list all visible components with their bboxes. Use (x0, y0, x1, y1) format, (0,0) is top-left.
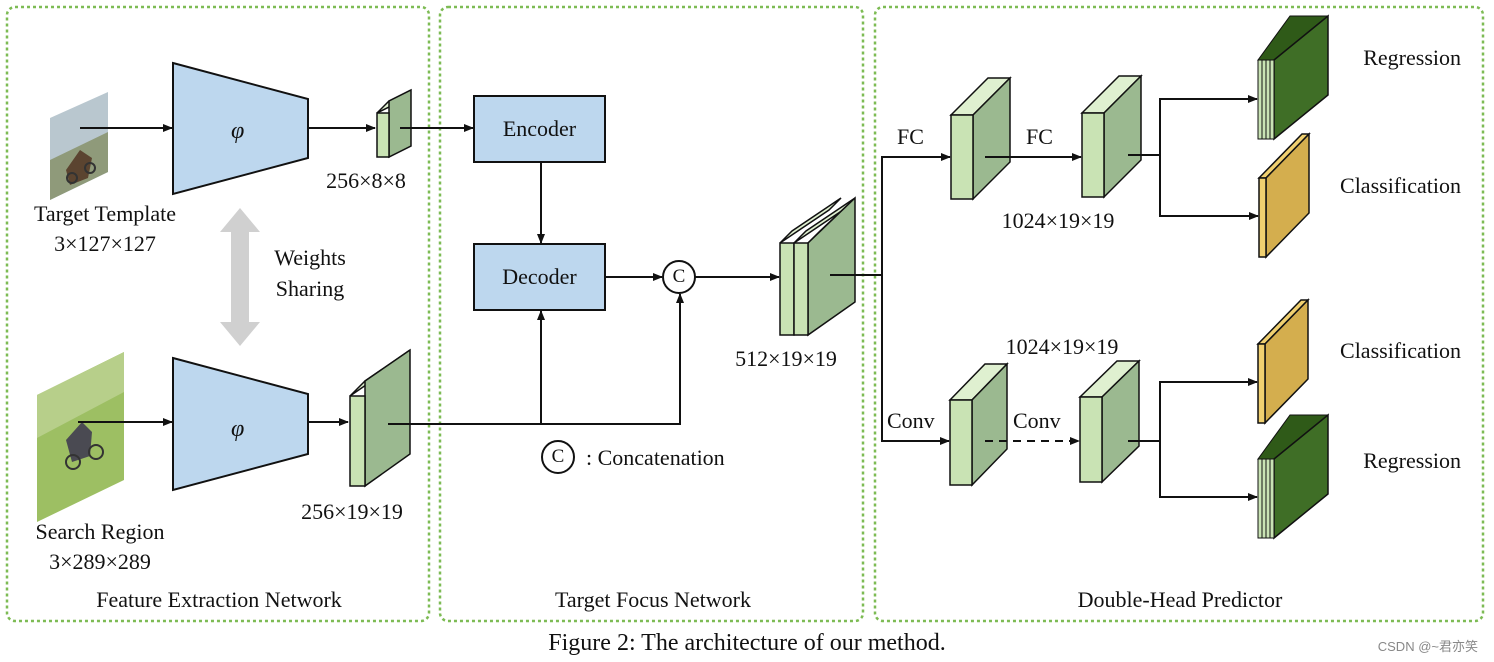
encoder-label: Encoder (502, 116, 577, 141)
top-regression-label: Regression (1363, 45, 1461, 70)
decoder-label: Decoder (502, 264, 577, 289)
panel-target-focus-title: Target Focus Network (554, 587, 752, 612)
concat-legend-circle (541, 440, 575, 474)
weights-sharing-arrow (220, 208, 260, 346)
panel-double-head-title: Double-Head Predictor (1077, 587, 1283, 612)
top-classification-label: Classification (1340, 173, 1461, 198)
target-template-dims: 3×127×127 (54, 231, 156, 256)
search-feature-dims: 256×19×19 (301, 499, 403, 524)
weights-sharing-label-2: Sharing (275, 276, 345, 301)
concat-legend-text: : Concatenation (586, 445, 725, 470)
search-region-image (37, 352, 124, 522)
concat-symbol: C (672, 266, 686, 287)
search-region-dims: 3×289×289 (49, 549, 151, 574)
encoder-box (473, 95, 606, 163)
fc2-label: FC (1026, 124, 1053, 149)
decoder-box (473, 243, 606, 311)
backbone-top-trapezoid (172, 61, 309, 196)
concat-legend-symbol: C (551, 446, 565, 467)
panel-target-focus (438, 5, 865, 623)
top-classification-block (1257, 132, 1311, 259)
bottom-classification-label: Classification (1340, 338, 1461, 363)
target-template-label: Target Template (33, 201, 177, 226)
backbone-bottom-symbol: φ (231, 416, 245, 442)
weights-sharing-label-1: Weights (274, 245, 346, 270)
target-template-image (50, 92, 108, 200)
search-region-label: Search Region (35, 519, 165, 544)
conv2-label: Conv (1013, 408, 1061, 433)
backbone-bottom-trapezoid (172, 356, 309, 492)
top-regression-block (1257, 14, 1329, 141)
fc1-label: FC (897, 124, 924, 149)
panel-double-head (873, 5, 1485, 623)
conv-branch-dims: 1024×19×19 (1005, 334, 1119, 359)
fc-branch-dims: 1024×19×19 (1001, 208, 1115, 233)
conv1-feature-block (948, 362, 1009, 487)
conv2-feature-block (1078, 359, 1141, 484)
conv1-label: Conv (887, 408, 935, 433)
panel-feature-extraction-title: Feature Extraction Network (96, 587, 342, 612)
bottom-classification-block (1256, 298, 1310, 425)
fc2-feature-block (1080, 74, 1143, 199)
connections (78, 95, 1259, 501)
concat-feature-dims: 512×19×19 (735, 346, 837, 371)
panel-feature-extraction (5, 5, 431, 623)
bottom-regression-label: Regression (1363, 448, 1461, 473)
template-feature-dims: 256×8×8 (326, 168, 406, 193)
bottom-regression-block (1257, 413, 1329, 540)
figure-caption: Figure 2: The architecture of our method… (548, 630, 946, 656)
backbone-top-symbol: φ (231, 118, 245, 144)
template-feature-block (376, 88, 412, 159)
search-feature-block (349, 348, 411, 488)
concat-feature-block (779, 196, 856, 337)
fc1-feature-block (949, 76, 1012, 201)
watermark: CSDN @~君亦笑 (1377, 639, 1478, 654)
